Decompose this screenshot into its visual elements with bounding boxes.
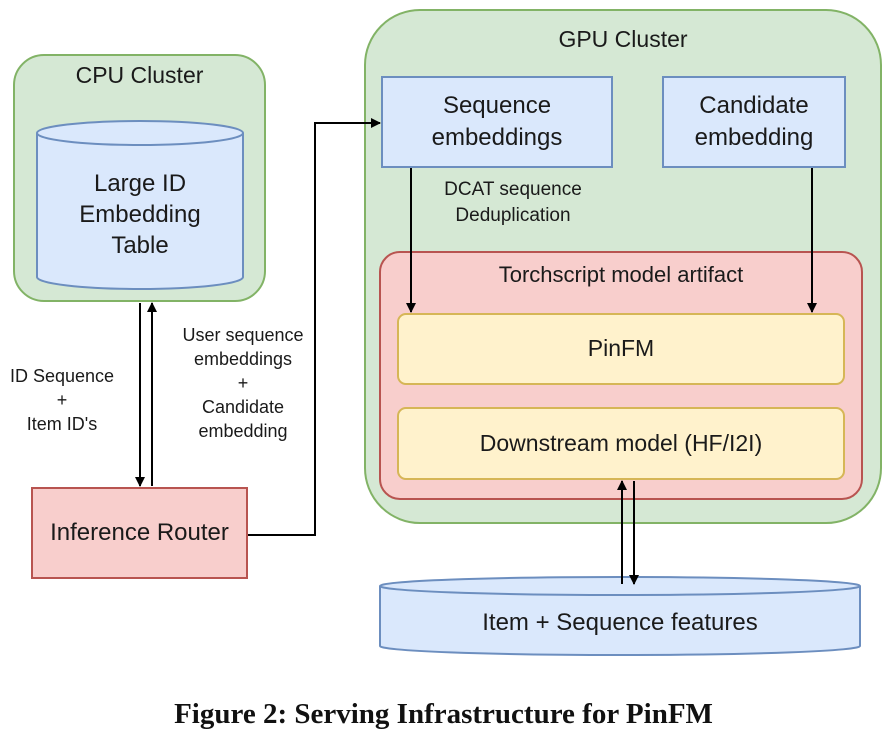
candidate-embedding-box — [662, 76, 846, 168]
embedding-table-line2: Embedding — [79, 201, 201, 228]
dcat-dedup-line1: DCAT sequence — [444, 179, 582, 200]
embedding-table-line1: Large ID — [93, 170, 187, 197]
user-sequence-line1: User sequence — [182, 325, 304, 345]
pinfm-box — [397, 313, 845, 385]
candidate-embedding-label: Candidate embedding — [663, 90, 845, 154]
cpu-cluster-title: CPU Cluster — [75, 62, 204, 89]
cylinder-database-icon — [36, 120, 244, 290]
downstream-model-box — [397, 407, 845, 480]
inference-router-box — [31, 487, 248, 579]
features-db-label: Item + Sequence features — [482, 608, 758, 636]
downstream-model-label: Downstream model (HF/I2I) — [479, 429, 763, 456]
arrow-router-to-sequence — [248, 118, 381, 536]
user-sequence-edge-label: User sequence embeddings + Candidate emb… — [173, 323, 313, 443]
sequence-embeddings-line2: embeddings — [431, 124, 563, 151]
gpu-cluster-title: GPU Cluster — [558, 26, 688, 53]
candidate-embedding-line1: Candidate — [699, 92, 809, 119]
sequence-embeddings-box — [381, 76, 613, 168]
id-sequence-edge-label: ID Sequence + Item ID's — [0, 364, 124, 436]
dcat-dedup-line2: Deduplication — [455, 205, 571, 226]
sequence-embeddings-label: Sequence embeddings — [382, 90, 612, 154]
pinfm-label: PinFM — [587, 335, 655, 362]
figure-caption: Figure 2: Serving Infrastructure for Pin… — [174, 698, 713, 730]
sequence-embeddings-line1: Sequence — [442, 92, 552, 119]
candidate-embedding-line2: embedding — [694, 124, 814, 151]
id-sequence-line3: Item ID's — [26, 414, 98, 434]
torchscript-artifact-title: Torchscript model artifact — [498, 261, 744, 287]
cylinder-database-icon — [379, 576, 861, 656]
user-sequence-line3: + — [237, 373, 249, 393]
embedding-table-label: Large ID Embedding Table — [37, 168, 243, 261]
diagram-canvas — [13, 9, 882, 656]
user-sequence-line4: Candidate — [201, 397, 285, 417]
id-sequence-line1: ID Sequence — [9, 366, 115, 386]
dcat-dedup-label: DCAT sequence Deduplication — [418, 177, 608, 229]
inference-router-label: Inference Router — [50, 518, 229, 546]
id-sequence-line2: + — [56, 390, 68, 410]
embedding-table-line3: Table — [111, 232, 169, 259]
user-sequence-line2: embeddings — [193, 349, 293, 369]
user-sequence-line5: embedding — [198, 421, 288, 441]
